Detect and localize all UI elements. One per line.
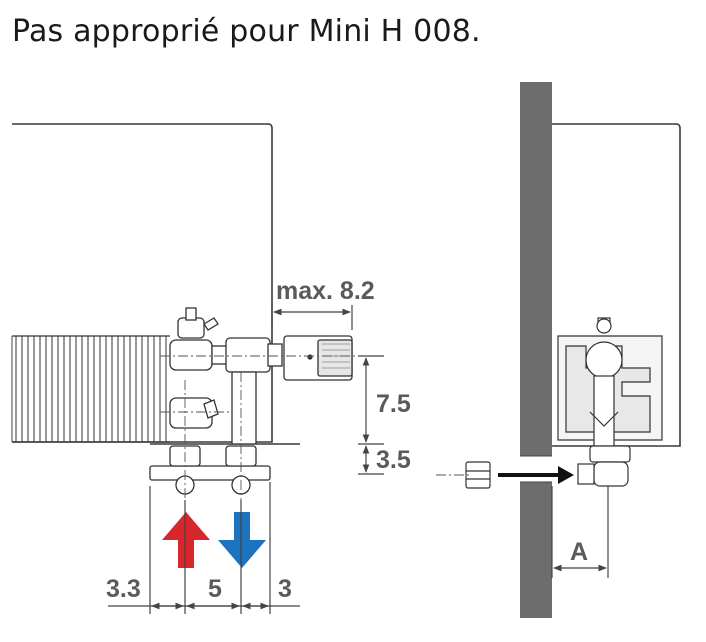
dimension-spacing-left: 3.3 <box>106 575 141 603</box>
supply-arrow <box>162 512 210 568</box>
dimension-wall-distance: A <box>570 538 588 566</box>
return-arrow <box>218 512 266 568</box>
valve-block <box>149 307 353 495</box>
dimension-height-upper: 7.5 <box>376 390 411 418</box>
connection-nut <box>465 461 491 489</box>
dimension-max-depth: max. 8.2 <box>276 277 375 305</box>
wall <box>520 82 552 618</box>
radiator-front-view <box>11 123 378 568</box>
dimension-height-lower: 3.5 <box>376 446 411 474</box>
dimension-spacing-middle: 5 <box>208 575 222 603</box>
dimension-spacing-right: 3 <box>278 575 292 603</box>
dimension-lines <box>108 305 384 614</box>
side-view <box>436 82 681 618</box>
page-title: Pas approprié pour Mini H 008. <box>12 14 481 49</box>
